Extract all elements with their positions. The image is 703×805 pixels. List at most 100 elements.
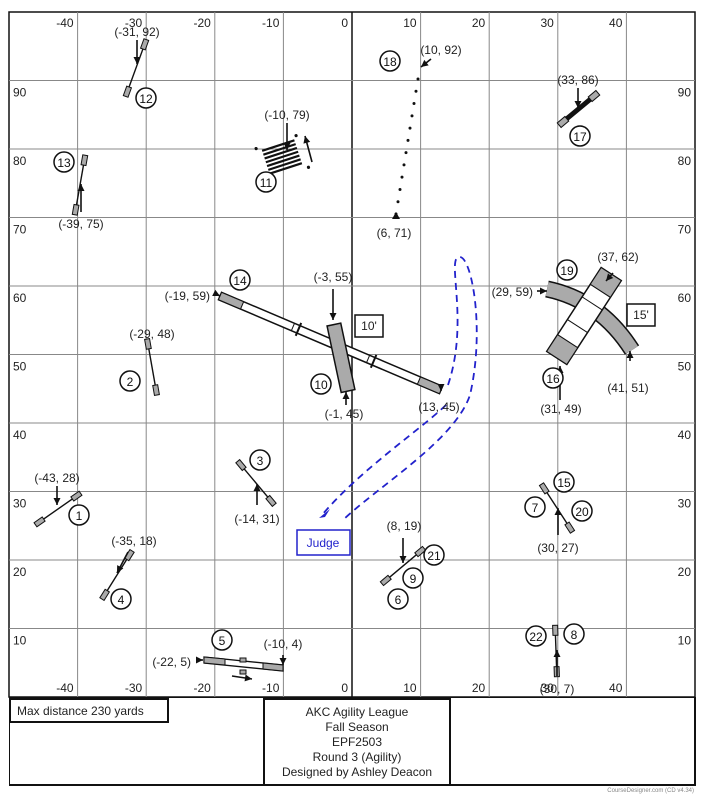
- x-axis-tick-top: 10: [403, 16, 417, 30]
- spread-jump-17: [562, 95, 595, 123]
- y-axis-tick-left: 40: [13, 428, 27, 442]
- y-axis-tick-left: 90: [13, 86, 27, 100]
- number-label-9: 9: [410, 572, 417, 586]
- weave-dot: [254, 146, 258, 151]
- coord-label-18b: (6, 71): [377, 226, 412, 240]
- coord-label-11: (-10, 79): [264, 108, 309, 122]
- dogwalk-seam: [290, 323, 295, 331]
- y-axis-tick-right: 20: [678, 565, 692, 579]
- coord-label-22: (30, 7): [540, 682, 575, 696]
- x-axis-tick-bottom: -30: [125, 681, 143, 695]
- jump-3: [238, 462, 274, 504]
- entry-arrow-4-head: [117, 565, 124, 573]
- jump-wing: [71, 203, 80, 216]
- weave-dot: [294, 134, 298, 138]
- aframe-contact: [546, 333, 579, 366]
- number-label-2: 2: [127, 375, 134, 389]
- x-axis-tick-bottom: -10: [262, 681, 280, 695]
- entry-arrow-13-head: [77, 184, 85, 191]
- weave-start-18: [392, 212, 400, 219]
- number-label-18: 18: [383, 55, 397, 69]
- coord-label-18: (10, 92): [420, 43, 461, 57]
- number-label-15: 15: [557, 476, 571, 490]
- x-axis-tick-bottom: 30: [540, 681, 554, 695]
- weave-pole-18: [412, 102, 416, 106]
- number-label-4: 4: [118, 593, 125, 607]
- number-label-6: 6: [395, 593, 402, 607]
- teeter-pivot: [239, 669, 247, 675]
- number-circle-8: [563, 623, 585, 645]
- y-axis-tick-left: 80: [13, 154, 27, 168]
- number-circle-20: [571, 500, 593, 522]
- weave-bar: [263, 143, 297, 156]
- coord-label-13: (-39, 75): [58, 217, 103, 231]
- y-axis-tick-right: 50: [678, 360, 692, 374]
- number-label-13: 13: [57, 156, 71, 170]
- jump-1: [37, 494, 79, 524]
- weave-bar: [266, 154, 300, 168]
- number-circle-11: [255, 171, 277, 193]
- jump-9: [383, 549, 423, 583]
- y-axis-tick-left: 70: [13, 223, 27, 237]
- number-circle-10: [310, 373, 332, 395]
- coord-label-4: (-35, 18): [111, 534, 156, 548]
- number-circle-18: [379, 50, 401, 72]
- title-line-designer: Designed by Ashley Deacon: [281, 765, 433, 779]
- coordinate-labels: (-43, 28)(-29, 48)(-14, 31)(-35, 18)(8, …: [34, 25, 649, 696]
- weave-pole-18: [410, 114, 414, 118]
- coord-label-5b: (-10, 4): [264, 637, 303, 651]
- jump-wing: [414, 545, 427, 558]
- tunnel-10: [326, 322, 356, 394]
- jump-wing: [33, 516, 46, 528]
- axis-labels: -40-40-30-30-20-20-10-100010102020303040…: [13, 16, 691, 695]
- jump-13: [74, 157, 86, 213]
- y-axis-tick-left: 20: [13, 565, 27, 579]
- tunnel-length-box-19: [626, 303, 656, 327]
- number-label-16: 16: [546, 372, 560, 386]
- coord-label-14b: (13, 45): [418, 400, 459, 414]
- coord-label-16b: (37, 62): [597, 250, 638, 264]
- jump-wing: [379, 574, 392, 587]
- y-axis-tick-left: 10: [13, 634, 27, 648]
- entry-arrow-11-head: [283, 143, 291, 150]
- tunnel-length-label-19: 15': [633, 308, 649, 322]
- jump-wing: [235, 458, 247, 472]
- x-axis-tick-top: -20: [193, 16, 211, 30]
- jump-wing: [552, 624, 559, 636]
- title-line-round: Round 3 (Agility): [312, 750, 402, 764]
- teeter-contact: [262, 662, 284, 672]
- entry-arrow-3-head: [253, 484, 261, 491]
- jump-wing: [99, 588, 111, 602]
- x-axis-tick-bottom: 10: [403, 681, 417, 695]
- number-label-17: 17: [573, 130, 587, 144]
- number-label-5: 5: [219, 634, 226, 648]
- tunnel-length-label-10: 10': [361, 319, 377, 333]
- coord-label-10b: (-1, 45): [325, 407, 364, 421]
- entry-arrow-1-head: [53, 498, 61, 505]
- direction-arrow-5-head: [244, 674, 252, 682]
- number-circle-2: [119, 370, 141, 392]
- number-circle-13: [53, 151, 75, 173]
- number-circle-7: [524, 496, 546, 518]
- course-title-box: AKC Agility League Fall Season EPF2503 R…: [263, 698, 451, 786]
- y-axis-tick-left: 60: [13, 291, 27, 305]
- coord-label-14: (-19, 59): [165, 289, 210, 303]
- weave-pole-18: [402, 163, 406, 167]
- x-axis-tick-top: 20: [472, 16, 486, 30]
- exit-arrow-19-head: [626, 351, 634, 358]
- jump-wing: [122, 85, 133, 98]
- dogwalk-support: [294, 322, 303, 337]
- entry-arrow-17-head: [574, 101, 582, 108]
- max-distance-box: Max distance 230 yards: [9, 698, 169, 723]
- jump-2: [146, 341, 158, 393]
- number-label-20: 20: [575, 505, 589, 519]
- y-axis-tick-right: 10: [678, 634, 692, 648]
- credit-text: CourseDesigner.com (CD v4.34): [607, 788, 694, 794]
- number-circle-12: [135, 87, 157, 109]
- y-axis-tick-right: 80: [678, 154, 692, 168]
- weave-pole-18: [408, 126, 412, 130]
- y-axis-tick-left: 30: [13, 497, 27, 511]
- jump-wing: [564, 521, 576, 534]
- aframe-seam: [567, 319, 588, 334]
- y-axis-tick-left: 50: [13, 360, 27, 374]
